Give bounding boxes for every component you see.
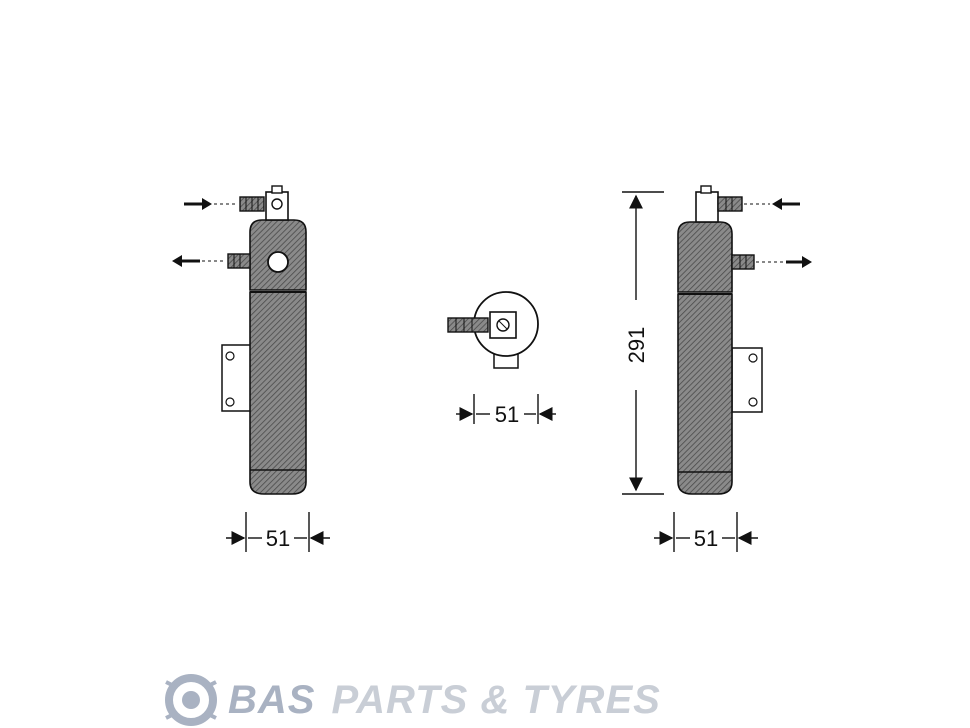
brand-logo: BAS PARTS & TYRES bbox=[160, 672, 661, 728]
flow-arrow-icon bbox=[184, 198, 238, 210]
left-width-dimension: 51 bbox=[226, 512, 330, 552]
bas-ring-logo-icon bbox=[165, 674, 217, 726]
right-lower-fitting bbox=[731, 254, 755, 270]
right-width-dimension: 51 bbox=[654, 512, 758, 552]
brand-strong: BAS bbox=[228, 677, 316, 722]
flow-arrow-icon bbox=[172, 255, 226, 267]
left-sight-glass bbox=[267, 251, 289, 273]
right-view-drier bbox=[677, 185, 812, 495]
flow-arrow-icon bbox=[756, 256, 812, 268]
center-width-label: 51 bbox=[495, 402, 519, 427]
flow-arrow-icon bbox=[744, 198, 800, 210]
height-dimension: 291 bbox=[622, 191, 664, 495]
right-top-cap bbox=[677, 221, 733, 293]
brand-rest: PARTS & TYRES bbox=[331, 677, 661, 722]
left-width-label: 51 bbox=[266, 526, 290, 551]
left-cylinder bbox=[249, 291, 307, 495]
left-view-drier bbox=[172, 185, 307, 495]
right-width-label: 51 bbox=[694, 526, 718, 551]
center-top-view bbox=[447, 291, 539, 369]
height-label: 291 bbox=[624, 327, 649, 364]
right-upper-fitting bbox=[717, 196, 743, 212]
center-fitting bbox=[447, 317, 489, 333]
right-cylinder bbox=[677, 293, 733, 495]
center-width-dimension: 51 bbox=[456, 394, 556, 427]
left-lower-fitting bbox=[227, 253, 251, 269]
right-switch-block bbox=[695, 191, 719, 223]
